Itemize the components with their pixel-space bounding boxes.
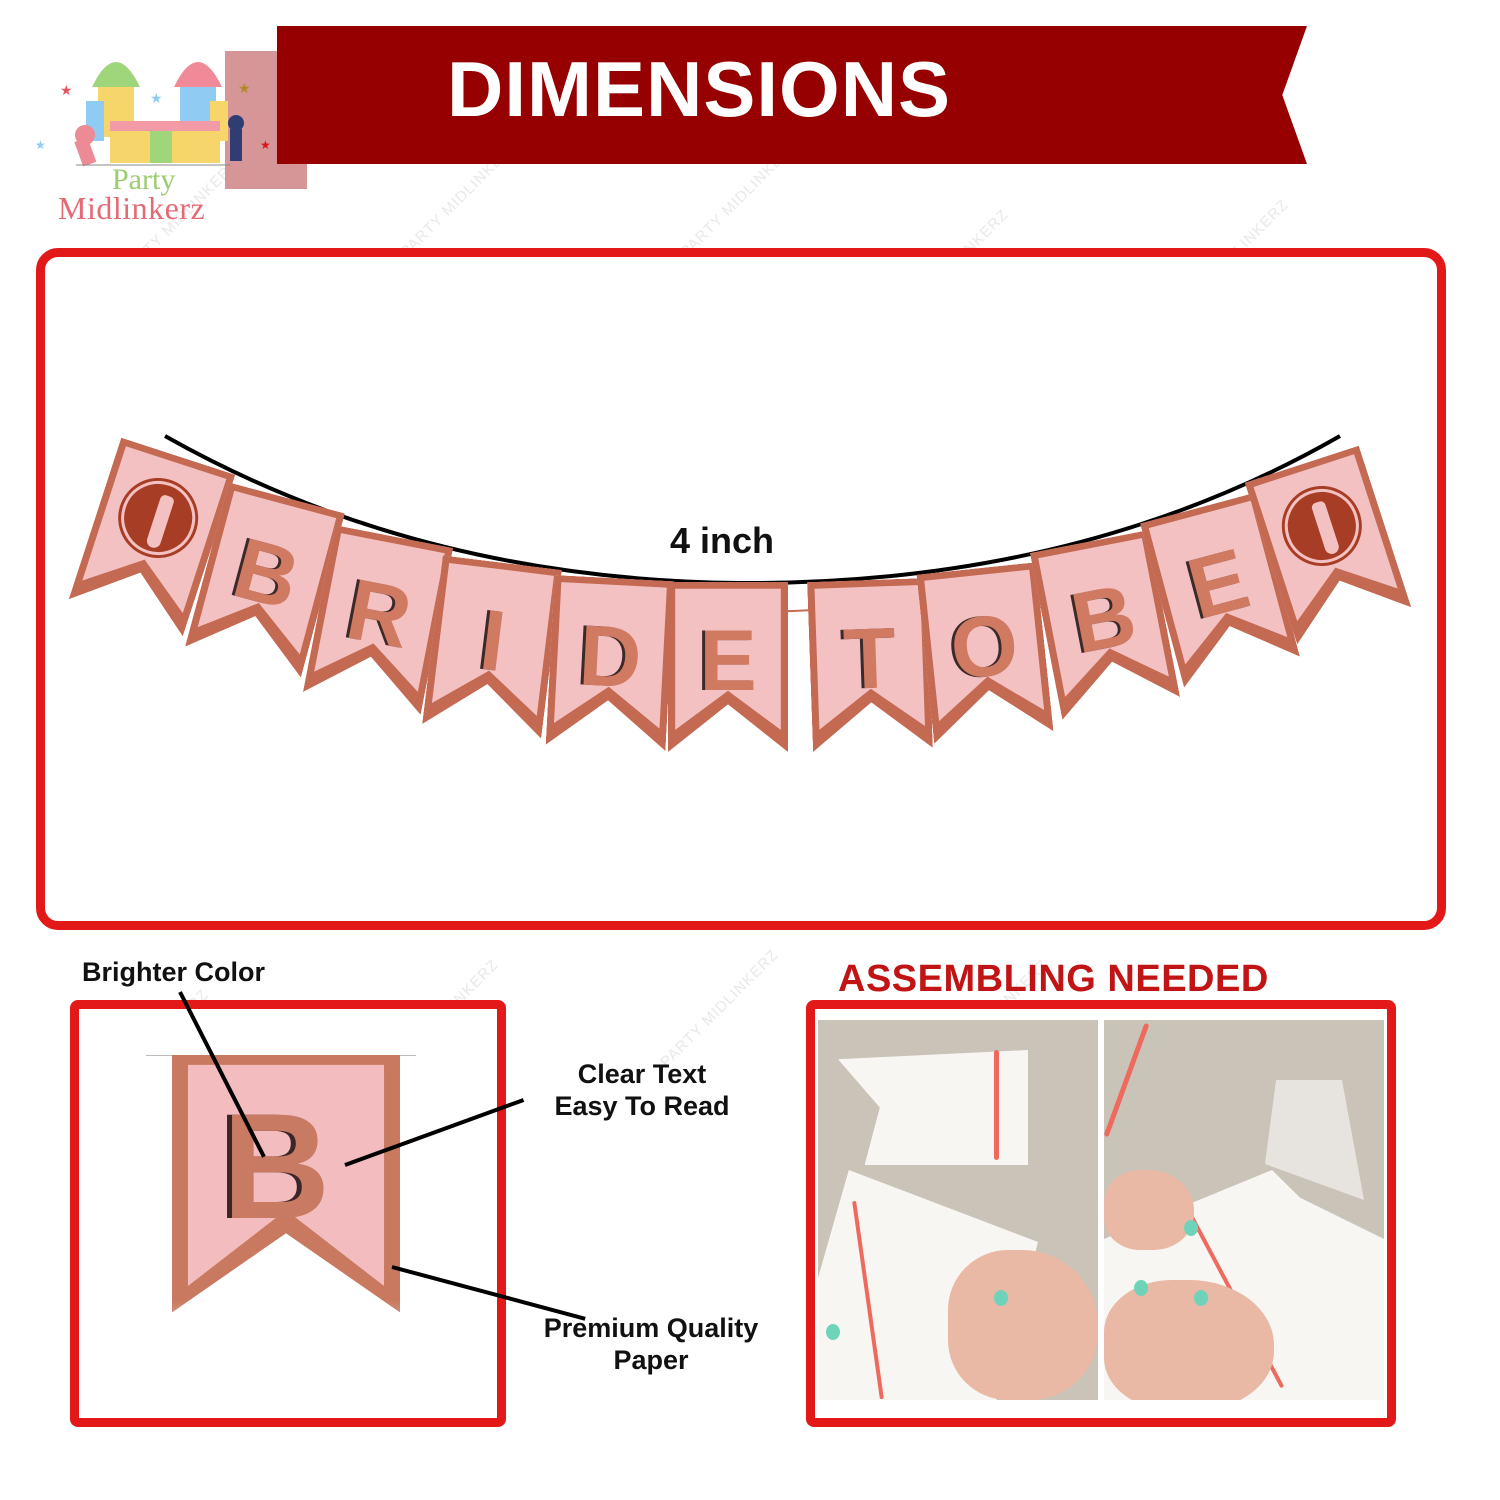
logo-text-midlinkerz: Midlinkerz bbox=[58, 190, 206, 226]
assembly-photo-right bbox=[1104, 1020, 1384, 1400]
page-title: DIMENSIONS bbox=[447, 45, 952, 133]
svg-text:★: ★ bbox=[260, 138, 271, 152]
string bbox=[1104, 1022, 1150, 1138]
pennant-card bbox=[838, 1050, 1028, 1165]
nail bbox=[826, 1324, 840, 1340]
logo-text-party: Party bbox=[112, 163, 176, 196]
nail bbox=[1184, 1220, 1198, 1236]
callout-premium-paper: Premium Quality Paper bbox=[543, 1313, 759, 1376]
bouncy-castle-icon: ★ ★ ★ ★ ★ bbox=[35, 62, 271, 167]
assembly-photo-left bbox=[818, 1020, 1098, 1400]
bride-silhouette-icon bbox=[1275, 479, 1368, 572]
svg-text:★: ★ bbox=[238, 80, 251, 96]
nail bbox=[994, 1290, 1008, 1306]
assembling-title: ASSEMBLING NEEDED bbox=[838, 958, 1269, 1000]
callout-clear-text: Clear Text Easy To Read bbox=[554, 1059, 730, 1122]
header-ribbon: DIMENSIONS bbox=[277, 26, 1307, 164]
callout-brighter-color: Brighter Color bbox=[82, 957, 266, 987]
string bbox=[994, 1050, 999, 1160]
svg-text:★: ★ bbox=[60, 82, 73, 98]
dimension-label: 4 inch bbox=[670, 520, 775, 561]
nail bbox=[1134, 1280, 1148, 1296]
hand bbox=[1104, 1170, 1194, 1250]
hand bbox=[948, 1250, 1098, 1400]
bride-silhouette-icon bbox=[112, 471, 205, 564]
hand bbox=[1104, 1280, 1274, 1400]
svg-text:★: ★ bbox=[150, 90, 163, 106]
nail bbox=[1194, 1290, 1208, 1306]
svg-text:★: ★ bbox=[35, 138, 46, 152]
pennant-fade bbox=[160, 1300, 420, 1400]
